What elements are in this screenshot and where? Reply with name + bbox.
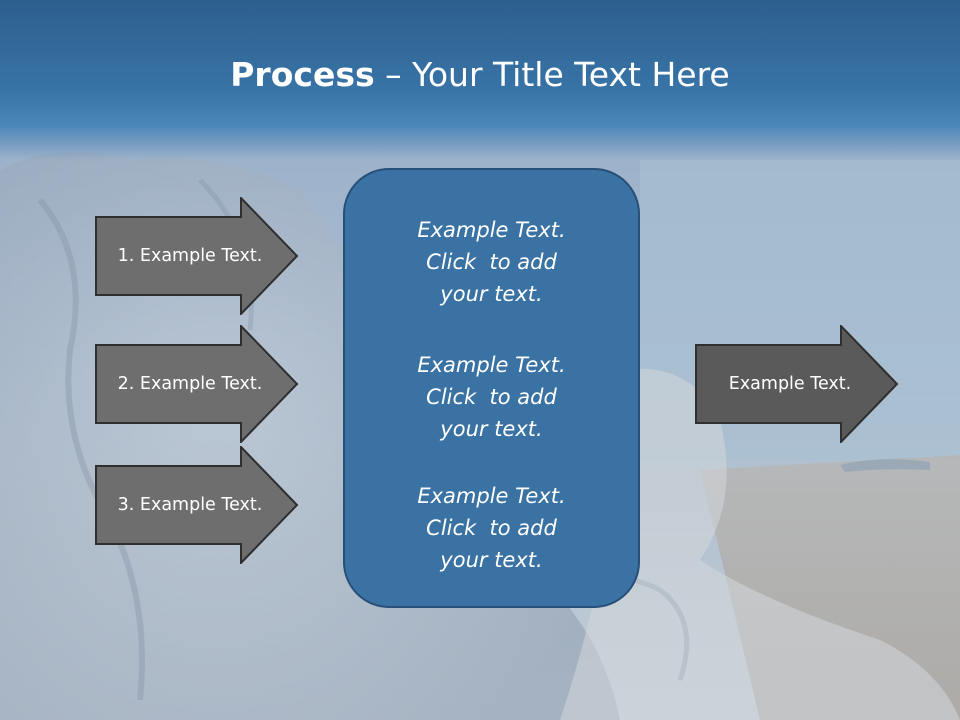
arrow-shape [95, 197, 299, 315]
left-arrow-1-label: 1. Example Text. [117, 246, 263, 266]
right-arrow-label: Example Text. [728, 374, 852, 394]
arrow-shape [95, 325, 299, 443]
center-text-block-1: Example Text. Click to add your text. [345, 214, 638, 310]
block-line: Example Text. [417, 218, 566, 242]
block-line: Click to add [426, 516, 557, 540]
title-rest: – Your Title Text Here [374, 55, 730, 94]
center-text-block-3: Example Text. Click to add your text. [345, 480, 638, 576]
arrow-shape [95, 446, 299, 564]
center-text-box[interactable]: Example Text. Click to add your text. Ex… [343, 168, 640, 608]
center-text-block-2: Example Text. Click to add your text. [345, 349, 638, 445]
title-band [0, 0, 960, 160]
arrow-shape [695, 325, 899, 443]
block-line: your text. [440, 548, 543, 572]
left-arrow-1[interactable]: 1. Example Text. [95, 197, 299, 315]
left-arrow-3[interactable]: 3. Example Text. [95, 446, 299, 564]
block-line: Example Text. [417, 484, 566, 508]
right-arrow[interactable]: Example Text. [695, 325, 899, 443]
left-arrow-2[interactable]: 2. Example Text. [95, 325, 299, 443]
title-bold: Process [230, 55, 375, 94]
block-line: your text. [440, 282, 543, 306]
slide-title: Process – Your Title Text Here [0, 50, 960, 100]
block-line: your text. [440, 417, 543, 441]
block-line: Click to add [426, 385, 557, 409]
block-line: Example Text. [417, 353, 566, 377]
left-arrow-2-label: 2. Example Text. [117, 374, 263, 394]
left-arrow-3-label: 3. Example Text. [117, 495, 263, 515]
block-line: Click to add [426, 250, 557, 274]
